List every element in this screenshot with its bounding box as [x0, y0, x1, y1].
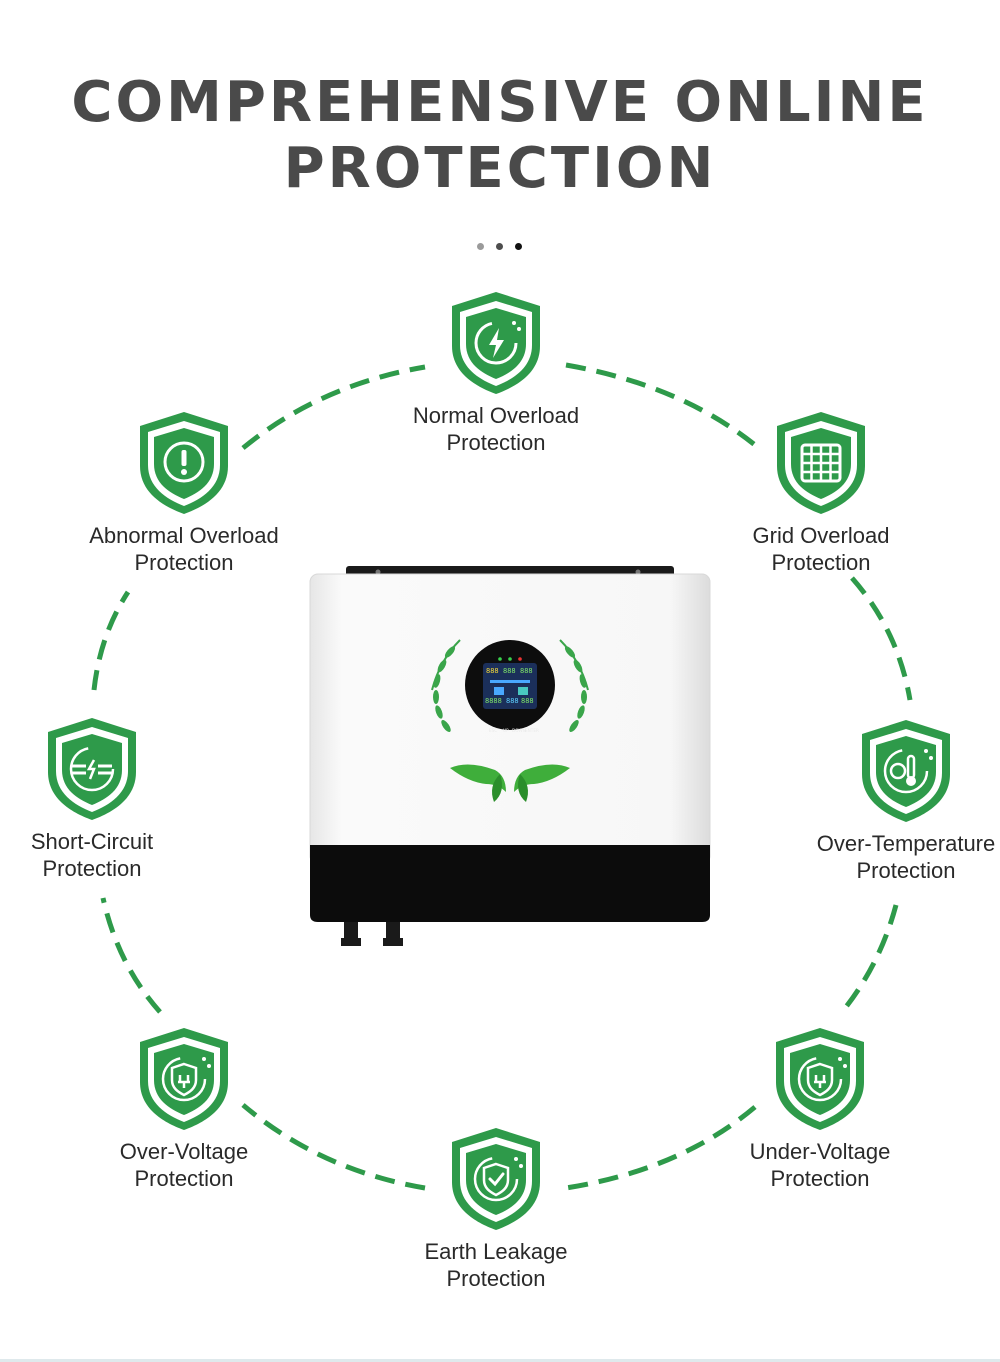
thermometer-sun-icon — [862, 720, 950, 822]
feature-over-temperature: Over-Temperature Protection — [786, 718, 1000, 884]
inverter-device: 888 888 888 8888 888 888 ESC UP DOWN ENT… — [309, 566, 711, 946]
svg-text:888: 888 — [486, 667, 499, 675]
enter-button[interactable]: ENTER — [525, 728, 539, 733]
feature-over-voltage: Over-Voltage Protection — [64, 1026, 304, 1192]
lcd-readouts: 888 888 888 8888 888 888 — [485, 667, 534, 705]
shield-plug-icon — [776, 1028, 864, 1130]
hands-leaf-logo — [450, 764, 570, 802]
down-button[interactable]: DOWN — [512, 728, 526, 733]
ring-arc-3 — [850, 576, 913, 701]
feature-abnormal-overload: Abnormal Overload Protection — [64, 410, 304, 576]
control-buttons: ESC UP DOWN ENTER — [489, 728, 539, 733]
up-button[interactable]: UP — [503, 728, 509, 733]
ring-arc-4 — [840, 904, 899, 1014]
exclamation-icon — [140, 412, 228, 514]
broken-wire-icon — [48, 718, 136, 820]
title-line-1: COMPREHENSIVE ONLINE — [71, 70, 929, 135]
esc-button[interactable]: ESC — [489, 728, 497, 733]
carousel-dot-3[interactable] — [515, 243, 522, 250]
feature-label: Under-Voltage Protection — [749, 1139, 891, 1191]
feature-label: Normal Overload Protection — [412, 403, 580, 455]
ring-arc-2 — [565, 362, 757, 447]
svg-text:888: 888 — [503, 667, 516, 675]
feature-earth-leakage: Earth Leakage Protection — [376, 1126, 616, 1292]
page-title: COMPREHENSIVE ONLINE PROTECTION — [0, 70, 1000, 202]
feature-normal-overload: Normal Overload Protection — [376, 290, 616, 456]
feature-label: Over-Voltage Protection — [119, 1139, 249, 1191]
bottom-edge — [0, 1359, 1000, 1362]
dc-connectors — [341, 922, 403, 946]
laurel-wreath — [431, 639, 589, 732]
feature-label: Abnormal Overload Protection — [89, 523, 279, 575]
lightning-gauge-icon — [452, 292, 540, 394]
feature-under-voltage: Under-Voltage Protection — [700, 1026, 940, 1192]
svg-text:888: 888 — [520, 667, 533, 675]
feature-short-circuit: Short-Circuit Protection — [0, 716, 212, 882]
feature-grid-overload: Grid Overload Protection — [701, 410, 941, 576]
ring-arc-6 — [241, 1103, 426, 1191]
carousel-dot-1[interactable] — [477, 243, 484, 250]
svg-text:888: 888 — [521, 697, 534, 705]
feature-label: Grid Overload Protection — [752, 523, 890, 575]
ring-arc-1 — [241, 364, 426, 450]
svg-text:8888: 8888 — [485, 697, 502, 705]
carousel-dots[interactable] — [477, 243, 527, 251]
feature-label: Over-Temperature Protection — [816, 831, 996, 883]
ring-arc-5 — [565, 1105, 757, 1191]
svg-text:888: 888 — [506, 697, 519, 705]
shield-check-icon — [452, 1128, 540, 1230]
ring-arc-7 — [100, 897, 162, 1014]
device-base — [310, 845, 710, 922]
lcd-screen — [483, 663, 537, 709]
feature-label: Earth Leakage Protection — [424, 1239, 568, 1291]
shield-plug-icon — [140, 1028, 228, 1130]
title-line-2: PROTECTION — [283, 136, 717, 201]
ring-arc-8 — [91, 590, 131, 691]
grid-panel-icon — [777, 412, 865, 514]
feature-label: Short-Circuit Protection — [30, 829, 154, 881]
carousel-dot-2[interactable] — [496, 243, 503, 250]
